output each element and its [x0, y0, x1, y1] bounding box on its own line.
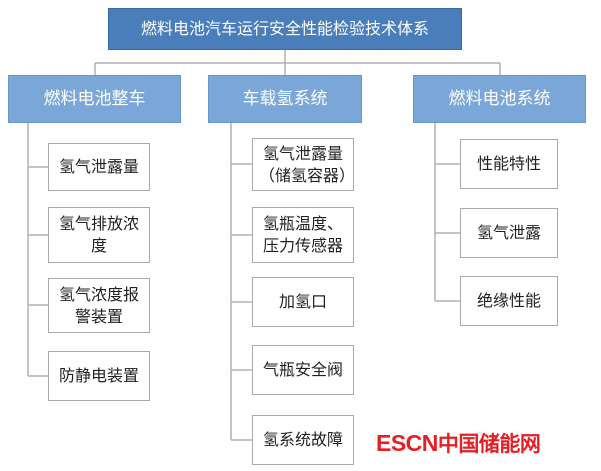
watermark-logo: ESCN中国储能网: [376, 428, 541, 458]
leaf-insulation-performance: 绝缘性能: [460, 276, 558, 326]
watermark-chinese: 中国储能网: [437, 432, 541, 456]
leaf-hydrogen-leakage: 氢气泄露量: [48, 143, 150, 191]
category-onboard-hydrogen-system: 车载氢系统: [208, 75, 362, 123]
leaf-hydrogen-concentration-alarm: 氢气浓度报警装置: [48, 278, 150, 333]
leaf-hydrogen-system-fault: 氢系统故障: [252, 415, 354, 465]
category-fuel-cell-system: 燃料电池系统: [413, 75, 586, 123]
leaf-antistatic-device: 防静电装置: [48, 351, 150, 401]
root-node: 燃料电池汽车运行安全性能检验技术体系: [108, 8, 462, 50]
leaf-cylinder-temp-pressure-sensor: 氢瓶温度、压力传感器: [252, 207, 354, 263]
leaf-hydrogen-leakage-storage: 氢气泄露量（储氢容器）: [252, 138, 355, 191]
category-fuel-cell-vehicle: 燃料电池整车: [8, 75, 181, 123]
leaf-hydrogen-leak: 氢气泄露: [460, 208, 558, 258]
watermark-latin: ESCN: [376, 430, 438, 456]
leaf-refueling-port: 加氢口: [252, 277, 354, 327]
leaf-performance-characteristics: 性能特性: [460, 139, 558, 189]
leaf-cylinder-safety-valve: 气瓶安全阀: [252, 345, 354, 395]
leaf-hydrogen-emission-concentration: 氢气排放浓度: [48, 207, 150, 263]
